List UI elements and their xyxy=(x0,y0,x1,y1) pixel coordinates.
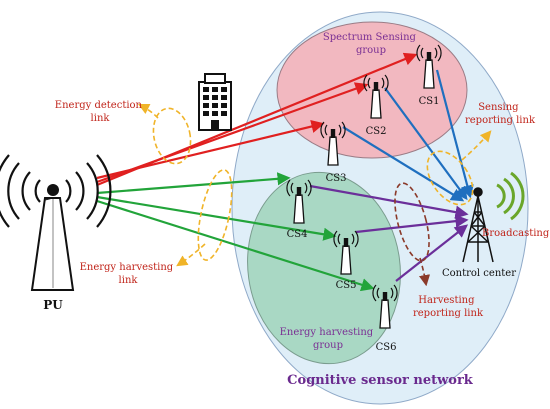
energy-harvesting-links xyxy=(96,172,375,292)
sensing-report-links xyxy=(342,69,474,202)
pu-label: PU xyxy=(43,298,63,312)
energy-detection-arrow xyxy=(137,103,159,119)
energy-detection-links xyxy=(96,52,418,187)
cognitive-sensor-network-label: Cognitive sensor network xyxy=(287,373,474,388)
broadcast-signal-icon xyxy=(496,171,525,221)
gold-dashed-markers xyxy=(152,107,474,261)
harvesting-reporting-link-label: Harvesting reporting link xyxy=(413,295,484,319)
energy-harvesting-group-label: Energy harvesting group xyxy=(280,327,377,351)
cs3-label: CS3 xyxy=(326,173,347,184)
primary-user-tower-icon xyxy=(0,154,112,291)
cs4-label: CS4 xyxy=(287,229,308,240)
spectrum-sensing-group-label: Spectrum Sensing group xyxy=(323,32,419,56)
control-center-label: Control center xyxy=(442,268,516,279)
cs1-label: CS1 xyxy=(419,96,440,107)
building-icon xyxy=(198,73,232,131)
cs2-label: CS2 xyxy=(366,126,387,137)
energy-harvesting-link-label: Energy harvesting link xyxy=(80,262,177,286)
harvesting-report-arrow xyxy=(419,257,431,287)
cs5-label: CS5 xyxy=(336,280,357,291)
sensing-reporting-link-label: Sensing reporting link xyxy=(465,102,536,126)
harvesting-report-links xyxy=(309,184,469,282)
control-center-tower-icon xyxy=(462,187,494,263)
cs6-label: CS6 xyxy=(376,342,397,353)
energy-detection-link-label: Energy detection link xyxy=(55,100,145,124)
energy-harvesting-arrow xyxy=(176,243,206,267)
sensing-report-arrow xyxy=(461,130,492,161)
harvesting-report-marker xyxy=(394,182,430,262)
broadcasting-label: Broadcasting xyxy=(482,228,550,239)
energy-harvesting-group-region xyxy=(247,171,401,365)
